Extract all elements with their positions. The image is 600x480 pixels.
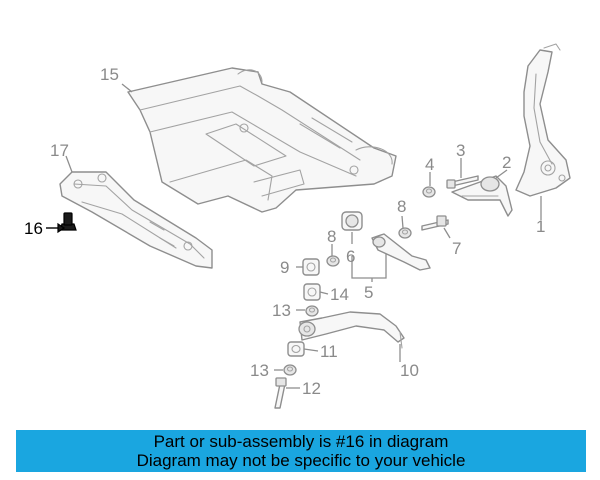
part-14-bushing	[303, 283, 321, 301]
part-8-nut-upper	[398, 227, 412, 239]
callout-2: 2	[502, 153, 511, 172]
callout-9: 9	[280, 258, 289, 277]
callout-17: 17	[50, 141, 69, 160]
part-13-nut-upper	[305, 305, 319, 317]
part-11-bushing	[287, 341, 305, 357]
part-1-knuckle	[515, 43, 571, 197]
callout-5: 5	[364, 283, 373, 302]
leader-lines	[46, 83, 542, 389]
banner-line-2: Diagram may not be specific to your vehi…	[136, 451, 466, 470]
part-13-nut-lower	[283, 364, 297, 376]
callout-15: 15	[100, 65, 119, 84]
info-banner: Part or sub-assembly is #16 in diagram D…	[16, 430, 586, 472]
callout-10: 10	[400, 361, 419, 380]
part-10-lower-arm	[298, 311, 405, 349]
callout-12: 12	[302, 379, 321, 398]
callout-13-lower: 13	[250, 361, 269, 380]
callout-4: 4	[425, 155, 434, 174]
callout-6: 6	[346, 247, 355, 266]
part-5-link-arm	[371, 233, 431, 271]
callout-7: 7	[452, 239, 461, 258]
part-4-nut	[422, 186, 436, 198]
callout-13-upper: 13	[272, 301, 291, 320]
callout-labels: 1 2 3 4 8 7 8 6 5 9 14 13 11 10 13 12 15…	[24, 65, 545, 398]
callout-14: 14	[330, 285, 349, 304]
callout-16: 16	[24, 219, 43, 238]
part-2-upper-arm	[451, 175, 513, 217]
callout-8-lower: 8	[327, 227, 336, 246]
callout-3: 3	[456, 141, 465, 160]
part-6-bushing	[341, 211, 363, 231]
callout-11: 11	[320, 342, 338, 361]
part-17-brace	[59, 171, 213, 269]
callout-8-upper: 8	[397, 197, 406, 216]
part-15-subframe	[127, 67, 397, 213]
part-8-nut-lower	[326, 255, 340, 267]
callout-1: 1	[536, 217, 545, 236]
part-7-bolt	[421, 215, 449, 231]
part-3-bolt	[446, 175, 479, 189]
banner-line-1: Part or sub-assembly is #16 in diagram	[153, 432, 449, 451]
part-12-bolt	[274, 377, 287, 409]
part-9-bushing	[302, 258, 320, 276]
